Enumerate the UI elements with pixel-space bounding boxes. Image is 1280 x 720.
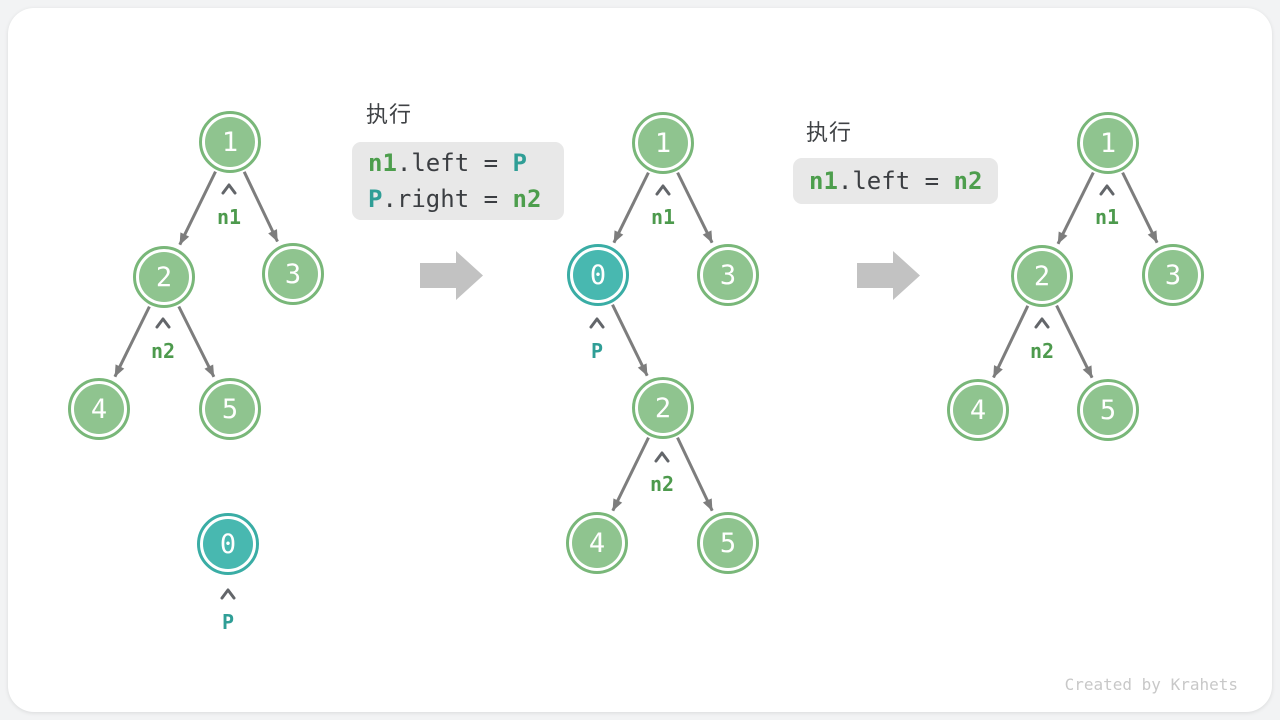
node-value: 3	[268, 249, 318, 299]
tree-node: 1	[199, 111, 261, 173]
node-value: 4	[572, 518, 622, 568]
pointer-label-n2: n2	[649, 472, 675, 496]
code-token: .right =	[382, 185, 513, 213]
node-value: 1	[638, 118, 688, 168]
pointer-caret-icon	[221, 183, 237, 195]
pointer-label-n2: n2	[150, 339, 176, 363]
pointer-label-n1: n1	[1094, 205, 1120, 229]
node-value: 2	[1017, 251, 1067, 301]
code-token: n2	[953, 167, 983, 195]
node-value: 5	[1083, 385, 1133, 435]
node-value: 2	[139, 252, 189, 302]
node-value: 2	[638, 383, 688, 433]
node-value: 1	[1083, 118, 1133, 168]
tree-node: 5	[1077, 379, 1139, 441]
pointer-caret-icon	[220, 588, 236, 600]
pointer-caret-icon	[1034, 317, 1050, 329]
tree-node: 2	[1011, 245, 1073, 307]
tree-node-p: 0	[567, 244, 629, 306]
pointer-label-n1: n1	[216, 205, 242, 229]
code-token: n1	[368, 149, 397, 177]
code-token: n2	[512, 185, 542, 213]
tree-node: 4	[947, 379, 1009, 441]
tree-node: 3	[1142, 244, 1204, 306]
pointer-label-n2: n2	[1029, 339, 1055, 363]
tree-node: 4	[68, 378, 130, 440]
pointer-caret-icon	[589, 317, 605, 329]
pointer-label-n1: n1	[650, 205, 676, 229]
code-line: P.right = n2	[368, 181, 548, 217]
pointer-caret-icon	[1099, 184, 1115, 196]
pointer-label-p: P	[590, 339, 604, 363]
pointer-caret-icon	[654, 451, 670, 463]
code-block-2: n1.left = n2	[793, 158, 998, 204]
watermark-credit: Created by Krahets	[1064, 675, 1238, 694]
tree-node: 1	[1077, 112, 1139, 174]
pointer-caret-icon	[155, 317, 171, 329]
tree-node-p: 0	[197, 513, 259, 575]
node-value: 5	[205, 384, 255, 434]
node-value: 4	[74, 384, 124, 434]
tree-node: 3	[697, 244, 759, 306]
node-value: 3	[1148, 250, 1198, 300]
tree-node: 4	[566, 512, 628, 574]
tree-node: 5	[199, 378, 261, 440]
tree-node: 5	[697, 512, 759, 574]
node-value: 0	[573, 250, 623, 300]
code-token: P	[512, 149, 527, 177]
code-line: n1.left = P	[368, 145, 548, 181]
tree-node: 1	[632, 112, 694, 174]
code-line: n1.left = n2	[809, 163, 982, 199]
node-value: 1	[205, 117, 255, 167]
pointer-label-p: P	[221, 610, 235, 634]
node-value: 3	[703, 250, 753, 300]
node-value: 5	[703, 518, 753, 568]
tree-node: 2	[632, 377, 694, 439]
code-block-1: n1.left = P P.right = n2	[352, 142, 564, 220]
exec-title: 执行	[366, 102, 413, 127]
tree-node: 2	[133, 246, 195, 308]
node-value: 0	[203, 519, 253, 569]
exec-title: 执行	[806, 120, 853, 145]
code-token: .left =	[837, 167, 954, 195]
code-token: P	[368, 185, 383, 213]
code-token: n1	[809, 167, 838, 195]
code-token: .left =	[396, 149, 513, 177]
diagram-card	[8, 8, 1272, 712]
tree-node: 3	[262, 243, 324, 305]
node-value: 4	[953, 385, 1003, 435]
pointer-caret-icon	[655, 184, 671, 196]
